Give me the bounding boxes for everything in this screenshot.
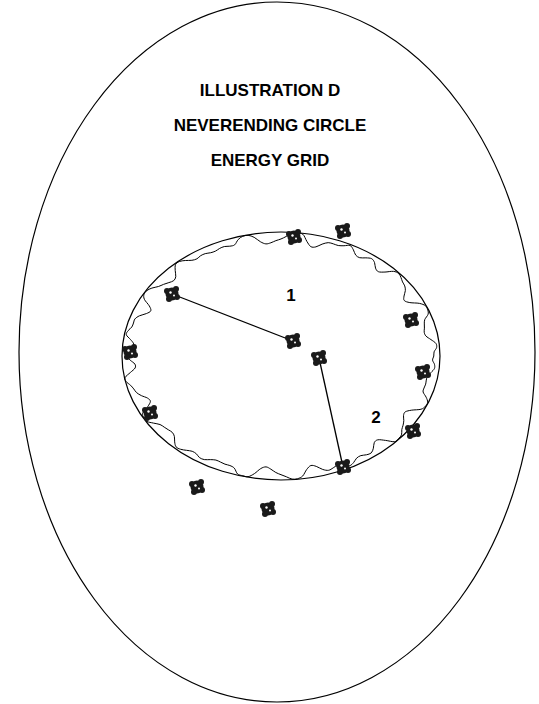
radius-line: [172, 294, 293, 341]
radius-line: [319, 358, 343, 467]
energy-wave: [125, 233, 437, 480]
heading-text: ENERGY GRID: [211, 151, 330, 171]
energy-node-symbol: [405, 423, 421, 439]
energy-circle: [122, 232, 440, 480]
energy-node-symbol: [164, 286, 180, 302]
energy-node-symbol: [311, 350, 327, 366]
energy-node-symbol: [142, 405, 158, 421]
heading-text: NEVERENDING CIRCLE: [174, 116, 367, 136]
ellipse-border: [19, 2, 535, 702]
callout-number: 2: [371, 408, 380, 428]
energy-node-symbol: [335, 223, 351, 239]
energy-node-symbol: [260, 501, 276, 517]
energy-node-symbol: [335, 459, 351, 475]
energy-node-symbol: [415, 364, 431, 380]
energy-node-symbol: [286, 229, 302, 245]
callout-number: 1: [286, 286, 295, 306]
heading-text: ILLUSTRATION D: [200, 81, 340, 101]
energy-node-symbol: [122, 344, 138, 360]
energy-node-symbol: [285, 333, 301, 349]
energy-node-symbol: [189, 479, 205, 495]
energy-node-symbol: [403, 312, 419, 328]
